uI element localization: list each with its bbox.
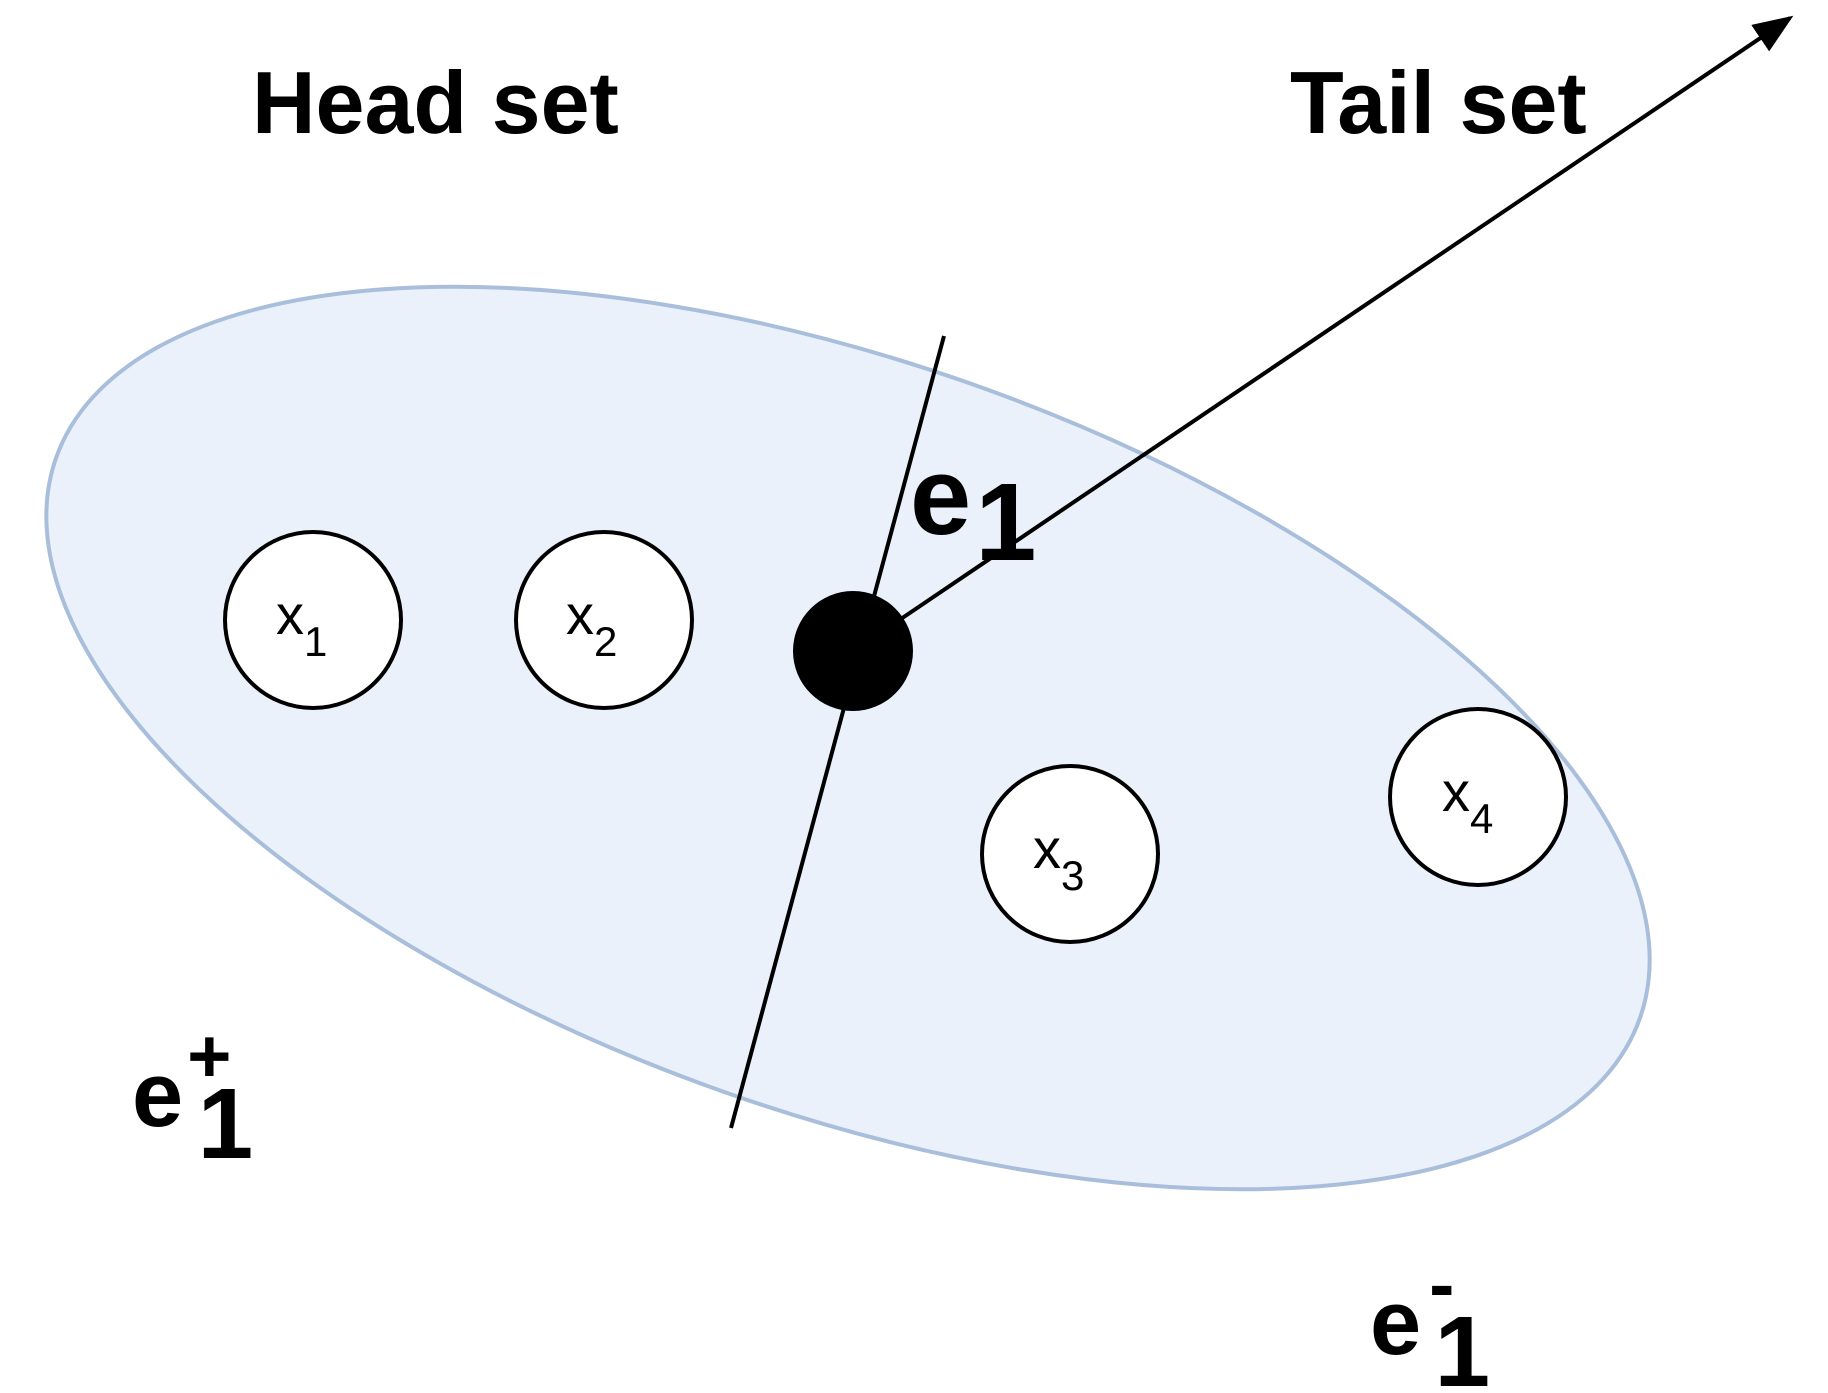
node-x3 xyxy=(980,764,1160,944)
node-x2-label: x2 xyxy=(566,583,617,665)
edge-label: e1 xyxy=(910,435,1036,584)
head-set-label: Head set xyxy=(252,53,619,152)
node-x1-label: x1 xyxy=(276,583,327,665)
head-part-label: e+1 xyxy=(132,1014,253,1180)
node-x2 xyxy=(514,530,694,710)
tail-part-label: e-1 xyxy=(1370,1242,1490,1393)
node-x4 xyxy=(1388,707,1568,887)
node-x4-label: x4 xyxy=(1442,760,1493,842)
head-tail-divider xyxy=(729,335,946,1129)
node-x3-label: x3 xyxy=(1033,817,1084,899)
edge-center-node xyxy=(793,591,913,711)
hyperedge-ellipse xyxy=(44,284,1652,1192)
direction-arrow xyxy=(850,15,1794,654)
tail-set-label: Tail set xyxy=(1290,53,1587,152)
node-x1 xyxy=(223,530,403,710)
